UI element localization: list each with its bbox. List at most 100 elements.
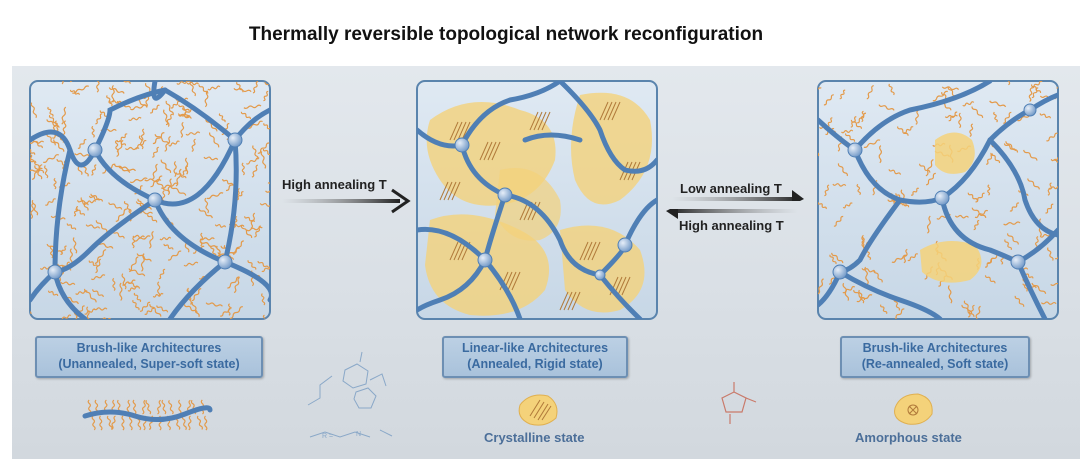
sidechain xyxy=(72,237,78,254)
sidechain xyxy=(941,86,960,91)
sidechain xyxy=(893,298,901,311)
lamella xyxy=(611,101,621,121)
sidechain xyxy=(140,253,145,272)
sidechain xyxy=(260,151,267,169)
sidechain xyxy=(863,139,881,149)
sidechain xyxy=(233,215,238,228)
sidechain xyxy=(118,166,137,172)
lamella xyxy=(571,291,581,311)
sidechain xyxy=(861,236,865,251)
sidechain xyxy=(1031,81,1043,89)
sidechain xyxy=(842,282,850,301)
sidechain xyxy=(191,301,200,318)
sidechain xyxy=(61,106,67,125)
sidechain xyxy=(837,163,848,177)
sidechain xyxy=(252,81,259,94)
sidechain xyxy=(74,152,90,157)
sidechain xyxy=(818,202,827,210)
sidechain xyxy=(30,203,34,219)
sidechain xyxy=(1014,295,1025,307)
sidechain xyxy=(262,314,266,319)
amorphous-domains-c xyxy=(920,132,982,283)
lamella xyxy=(491,141,501,161)
sidechain xyxy=(252,145,259,160)
sidechain xyxy=(243,104,262,109)
sidechain xyxy=(259,202,270,207)
sidechain xyxy=(69,248,73,265)
sidechain xyxy=(173,160,177,178)
sidechain xyxy=(84,288,97,303)
sidechain xyxy=(207,85,221,91)
sidechain xyxy=(1007,81,1012,86)
sidechain xyxy=(196,415,204,430)
sidechain xyxy=(159,236,172,241)
sidechain xyxy=(152,292,164,298)
sidechain xyxy=(187,415,192,431)
sidechain xyxy=(856,183,861,196)
sidechain xyxy=(263,90,269,102)
sidechain xyxy=(128,116,142,122)
sidechain xyxy=(43,154,59,164)
sidechain xyxy=(1005,141,1019,153)
caption-3-line-2: (Re-annealed, Soft state) xyxy=(861,357,1009,371)
sidechain xyxy=(1003,221,1021,226)
lamella xyxy=(587,241,597,261)
sidechain xyxy=(96,81,100,93)
sidechain xyxy=(987,184,991,196)
lamella xyxy=(583,241,593,261)
sidechain xyxy=(205,119,218,132)
caption-2-line-2: (Annealed, Rigid state) xyxy=(467,357,603,371)
lamella xyxy=(499,271,509,291)
sidechain xyxy=(156,305,169,313)
lamella xyxy=(607,101,617,121)
sidechain xyxy=(947,285,953,304)
sidechain xyxy=(95,113,103,125)
sidechain xyxy=(46,133,56,146)
sidechain xyxy=(831,252,844,264)
sidechain xyxy=(30,156,37,164)
sidechain xyxy=(30,152,34,163)
sidechain xyxy=(44,165,49,179)
sidechain xyxy=(1054,153,1058,162)
panel-brush-reannealed xyxy=(817,80,1059,320)
sidechain xyxy=(888,83,895,96)
sidechain xyxy=(91,164,97,176)
sidechain xyxy=(968,304,975,318)
sidechain xyxy=(150,175,163,188)
sidechain xyxy=(152,163,158,180)
sidechain xyxy=(246,226,263,232)
sidechain xyxy=(257,260,269,269)
sidechain xyxy=(891,254,907,263)
sidechain xyxy=(818,87,822,96)
sidechain xyxy=(878,104,895,111)
sidechain xyxy=(93,307,108,311)
sidechain xyxy=(47,106,54,117)
sidechain xyxy=(1027,178,1040,190)
caption-1-line-2: (Unannealed, Super-soft state) xyxy=(58,357,240,371)
sidechain xyxy=(140,128,145,142)
sidechain xyxy=(53,139,65,152)
sidechain xyxy=(147,214,158,223)
lamella xyxy=(563,291,573,311)
sidechain xyxy=(198,208,213,219)
sidechain xyxy=(129,415,133,431)
sidechain xyxy=(92,289,104,298)
sidechain xyxy=(973,219,980,231)
sidechain xyxy=(152,132,165,145)
lamella xyxy=(511,271,521,291)
sidechain xyxy=(903,248,908,264)
sidechain xyxy=(111,84,115,103)
sidechain xyxy=(72,85,90,94)
sidechain xyxy=(149,230,154,249)
sidechain xyxy=(264,82,270,91)
sidechain xyxy=(229,306,243,319)
sidechain xyxy=(958,112,962,129)
sidechain xyxy=(261,265,270,273)
lamella xyxy=(537,111,547,131)
sidechain xyxy=(170,185,187,196)
sidechain xyxy=(178,114,191,118)
amorphous-legend-icon xyxy=(894,393,933,425)
sidechain xyxy=(1003,111,1012,124)
panel-linear-annealed xyxy=(416,80,658,320)
sidechain xyxy=(90,193,104,202)
